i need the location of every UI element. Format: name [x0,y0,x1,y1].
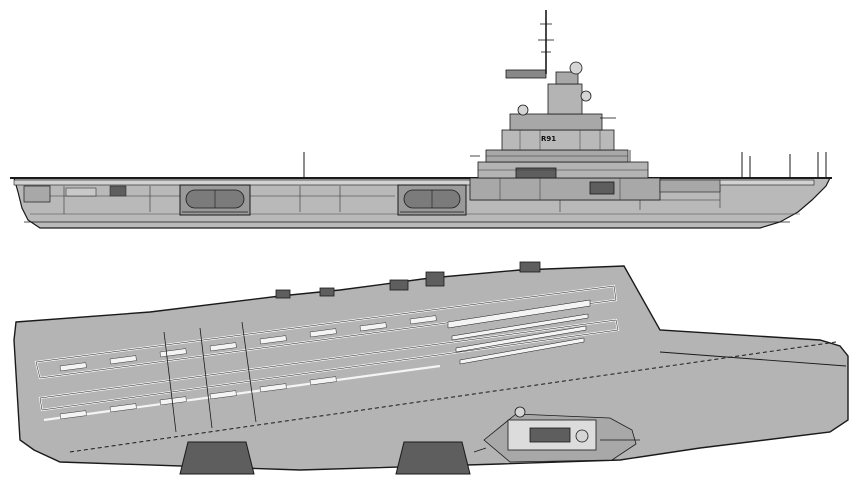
aircraft-elevator-side-2 [397,184,467,216]
island-superstructure [469,10,661,201]
island-plan [473,406,640,463]
bow-structure [23,185,51,203]
sponson-left [65,187,97,197]
deck-elevator-plan-2 [395,441,471,475]
deck-elevator-plan-1 [179,441,255,475]
catapult-blast-grates [447,299,591,365]
island-window-grid [478,130,648,200]
forward-catapult-track [659,351,847,367]
antenna-masts [303,152,827,178]
aircraft-elevator-side-1 [179,184,251,216]
side-profile-view: R91 [10,10,832,229]
hull-number-label: R91 [541,135,556,143]
deck-edge-sponsons [275,261,541,299]
plan-view [13,261,849,475]
runway-outlines [35,285,619,411]
landing-dash-marks [59,315,437,420]
deck-dashed-centerline [69,341,837,453]
stern-structure [659,179,721,193]
bow-window [109,185,127,197]
arresting-wires [163,321,257,433]
